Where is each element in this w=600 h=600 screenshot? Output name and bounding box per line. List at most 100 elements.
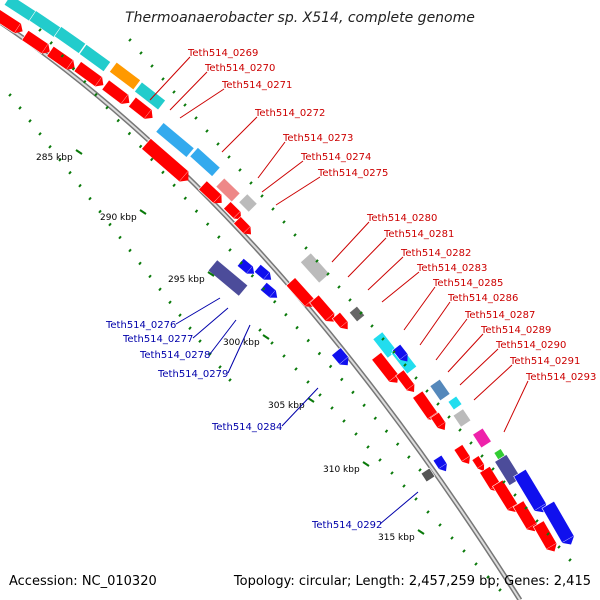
guide-dot [342, 419, 346, 423]
guide-dot [260, 194, 264, 198]
cog-block[interactable] [300, 252, 330, 284]
gene-label-forward[interactable]: Teth514_0283 [416, 263, 487, 274]
gene-forward[interactable] [233, 216, 255, 237]
gene-forward[interactable] [471, 455, 487, 474]
cog-block[interactable] [472, 427, 492, 449]
gene-label-forward[interactable]: Teth514_0272 [254, 108, 325, 119]
guide-dot [498, 588, 502, 592]
gene-forward[interactable] [532, 520, 559, 555]
gene-forward[interactable] [128, 96, 156, 122]
gene-forward[interactable] [198, 180, 226, 208]
cog-block[interactable] [134, 81, 166, 111]
guide-dot [362, 403, 366, 408]
gene-forward[interactable] [0, 6, 26, 37]
guide-dot [168, 300, 172, 305]
gene-forward[interactable] [453, 443, 473, 466]
cog-block[interactable] [108, 61, 142, 91]
guide-dot [317, 351, 322, 356]
cog-block[interactable] [420, 467, 436, 483]
cog-block[interactable] [189, 147, 221, 177]
gene-reverse[interactable] [236, 257, 257, 277]
gene-label-reverse[interactable]: Teth514_0279 [157, 369, 228, 380]
guide-dot [138, 144, 143, 149]
cog-block[interactable] [155, 122, 195, 158]
gene-forward[interactable] [512, 500, 540, 535]
guide-dot [150, 157, 154, 162]
gene-forward[interactable] [101, 79, 133, 108]
gene-forward[interactable] [395, 369, 418, 395]
cog-block[interactable] [53, 26, 87, 54]
label-leader [347, 237, 387, 278]
gene-label-forward[interactable]: Teth514_0290 [495, 340, 566, 351]
kbp-tick-mark [362, 461, 370, 467]
gene-forward[interactable] [21, 29, 54, 57]
guide-dot [71, 67, 76, 71]
gene-label-forward[interactable]: Teth514_0281 [383, 229, 454, 240]
gene-reverse[interactable] [331, 347, 353, 370]
cog-block[interactable] [78, 43, 112, 73]
gene-label-reverse[interactable]: Teth514_0276 [105, 320, 176, 331]
gene-label-forward[interactable]: Teth514_0280 [366, 213, 437, 224]
gene-label-forward[interactable]: Teth514_0274 [300, 152, 371, 163]
gene-forward[interactable] [223, 201, 245, 223]
gene-label-forward[interactable]: Teth514_0289 [480, 325, 551, 336]
kbp-tick-mark [139, 209, 147, 215]
gene-label-forward[interactable]: Teth514_0293 [525, 372, 596, 383]
gene-reverse[interactable] [253, 263, 274, 283]
gene-forward[interactable] [309, 294, 339, 326]
gene-label-forward[interactable]: Teth514_0269 [187, 48, 258, 59]
guide-dot [183, 196, 188, 201]
guide-dot [326, 272, 330, 276]
guide-dot [18, 106, 22, 110]
guide-dot [58, 157, 62, 162]
gene-label-forward[interactable]: Teth514_0285 [432, 278, 503, 289]
label-leader [381, 271, 420, 303]
gene-reverse[interactable] [391, 343, 411, 364]
cog-block[interactable] [207, 259, 249, 297]
gene-label-reverse[interactable]: Teth514_0277 [122, 334, 193, 345]
guide-dot [258, 328, 262, 332]
guide-dot [138, 261, 142, 266]
cog-block[interactable] [429, 378, 451, 402]
cog-block[interactable] [452, 408, 472, 428]
gene-label-forward[interactable]: Teth514_0270 [204, 63, 275, 74]
gene-label-forward[interactable]: Teth514_0273 [282, 133, 353, 144]
guide-dot [469, 441, 473, 445]
guide-dot [294, 367, 298, 371]
kbp-tick-mark [207, 271, 215, 277]
gene-label-forward[interactable]: Teth514_0286 [447, 293, 518, 304]
guide-dot [128, 248, 132, 253]
gene-label-forward[interactable]: Teth514_0271 [221, 80, 292, 91]
guide-dot [450, 536, 454, 540]
gene-forward[interactable] [46, 45, 78, 73]
gene-label-forward[interactable]: Teth514_0291 [509, 356, 580, 367]
cog-block[interactable] [238, 193, 258, 213]
gene-label-reverse[interactable]: Teth514_0292 [311, 520, 382, 531]
gene-label-reverse[interactable]: Teth514_0284 [211, 422, 282, 433]
gene-forward[interactable] [331, 311, 351, 332]
gene-label-forward[interactable]: Teth514_0275 [317, 168, 388, 179]
guide-dot [414, 376, 418, 380]
gene-reverse[interactable] [541, 500, 577, 548]
cog-block[interactable] [348, 305, 366, 323]
label-leader [503, 380, 529, 433]
label-leader [379, 491, 419, 525]
label-leader [169, 71, 208, 111]
gene-forward[interactable] [430, 411, 448, 433]
cog-block[interactable] [215, 177, 241, 203]
guide-dot [78, 183, 82, 188]
label-leader [149, 56, 191, 101]
gene-label-forward[interactable]: Teth514_0287 [464, 310, 535, 321]
guide-dot [158, 287, 162, 292]
gene-forward[interactable] [141, 137, 193, 185]
gene-features [0, 0, 577, 555]
gene-forward[interactable] [73, 61, 107, 91]
gene-reverse[interactable] [259, 281, 280, 301]
gene-label-forward[interactable]: Teth514_0282 [400, 248, 471, 259]
label-leader [275, 176, 321, 206]
cog-block[interactable] [447, 395, 463, 411]
gene-reverse[interactable] [432, 454, 450, 474]
gene-label-reverse[interactable]: Teth514_0278 [139, 350, 210, 361]
guide-dot [127, 131, 132, 136]
